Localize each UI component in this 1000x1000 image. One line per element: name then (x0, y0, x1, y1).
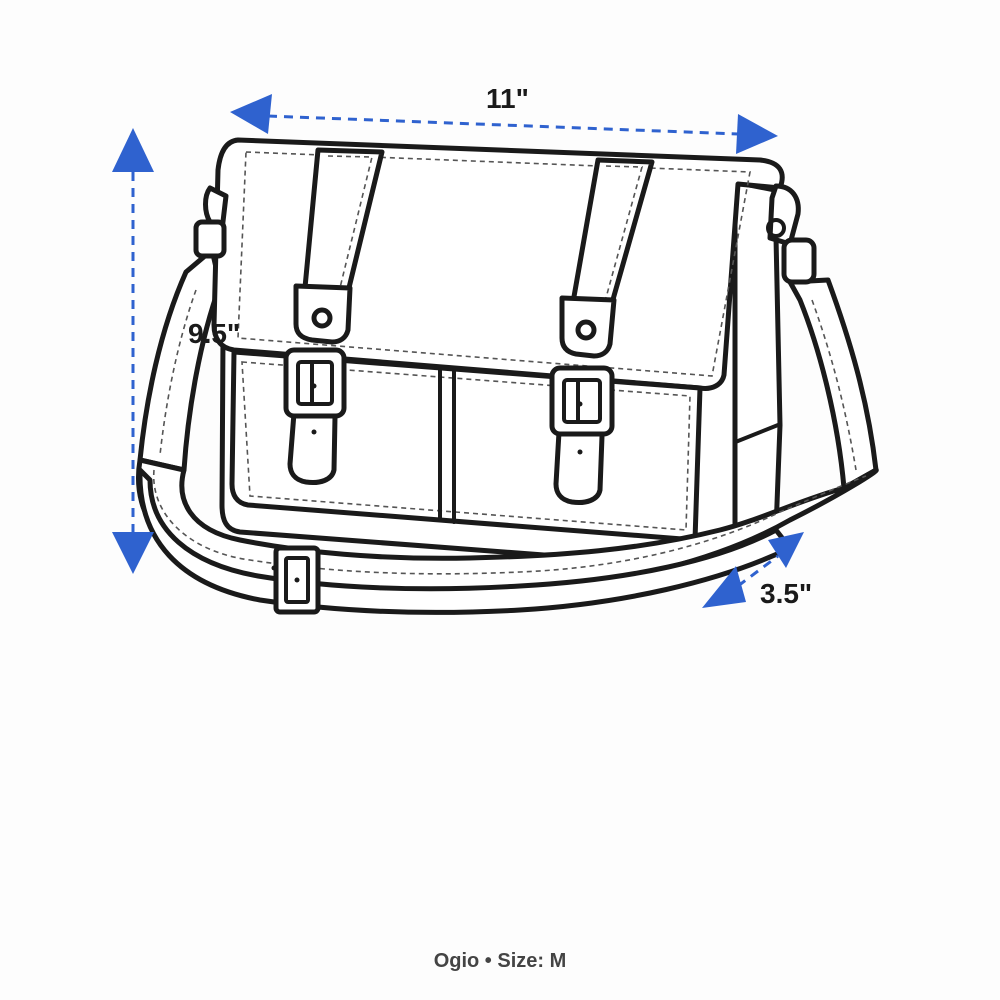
size-value: M (549, 950, 567, 972)
size-label: Size: (497, 950, 545, 972)
depth-label: 3.5" (760, 578, 813, 609)
width-label: 11" (486, 83, 529, 114)
right-buckle-strap (549, 157, 655, 505)
depth-dimension-arrow (702, 532, 804, 608)
shoulder-strap-front (136, 457, 879, 615)
left-buckle-strap (283, 147, 385, 485)
product-caption: Ogio • Size: M (0, 950, 1000, 973)
brand-name: Ogio (433, 950, 480, 972)
strap-clip-hardware (193, 183, 817, 285)
caption-separator: • (484, 950, 492, 972)
width-dimension-arrow (230, 94, 778, 154)
height-dimension-arrow (112, 128, 154, 574)
height-label: 9.5" (188, 318, 241, 349)
